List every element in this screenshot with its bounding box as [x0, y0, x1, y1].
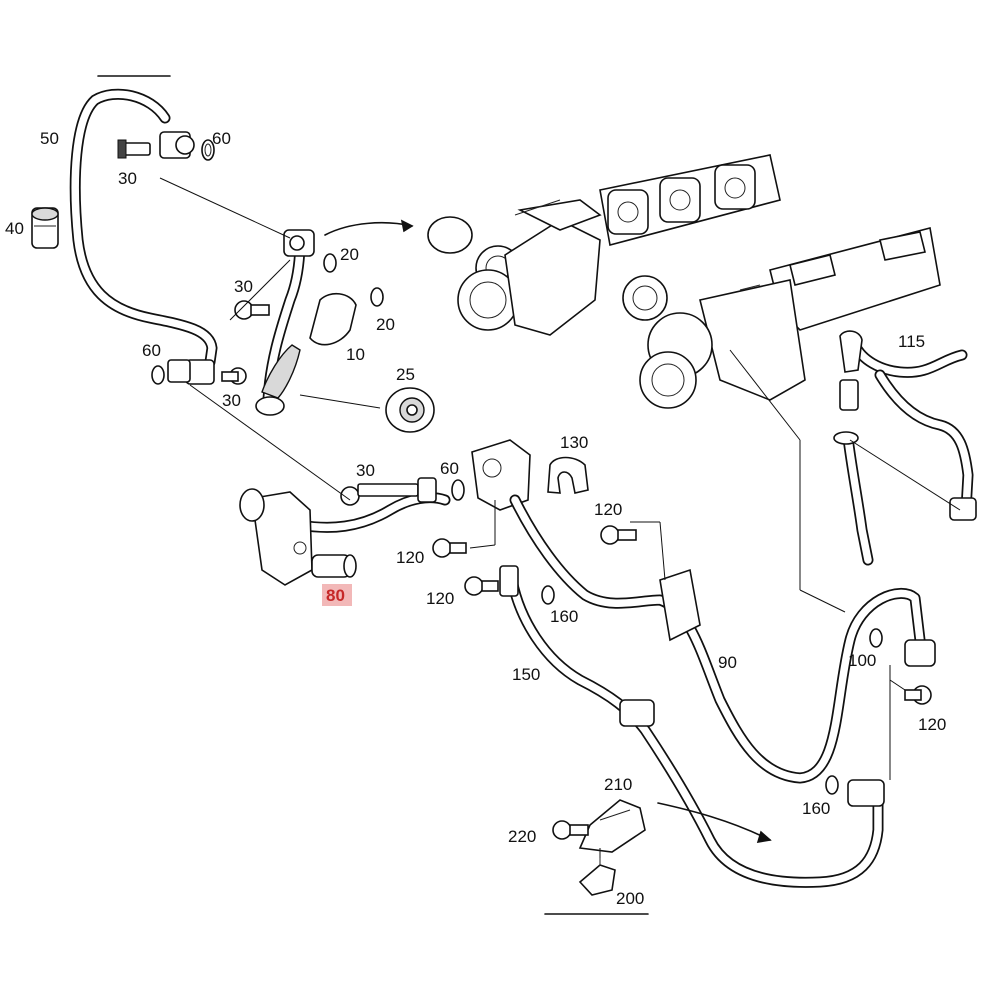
seal-ring-160-lower[interactable] [825, 775, 839, 795]
coolant-pipe-90[interactable] [509, 494, 936, 784]
label-80-highlighted[interactable]: 80 [326, 586, 345, 605]
label-210: 210 [604, 775, 632, 794]
bolt-120-d[interactable] [904, 685, 932, 705]
bolt-220[interactable] [552, 820, 589, 840]
bolt-30-middle[interactable] [234, 300, 270, 320]
label-50: 50 [40, 129, 59, 148]
label-30-housing: 30 [356, 461, 375, 480]
label-200: 200 [616, 889, 644, 908]
label-160-upper: 160 [550, 607, 578, 626]
label-160-lower: 160 [802, 799, 830, 818]
label-100: 100 [848, 651, 876, 670]
coolant-pipe-150[interactable] [499, 565, 885, 888]
turbocharger-upper[interactable] [427, 154, 781, 336]
seal-ring-20-lower[interactable] [370, 287, 384, 307]
coolant-pipe-115[interactable] [839, 330, 977, 521]
label-20-upper: 20 [340, 245, 359, 264]
label-40: 40 [5, 219, 24, 238]
label-30-middle: 30 [234, 277, 253, 296]
coolant-pipe-10[interactable] [255, 229, 357, 416]
label-10: 10 [346, 345, 365, 364]
label-120-b: 120 [396, 548, 424, 567]
label-150: 150 [512, 665, 540, 684]
bolt-120-c[interactable] [464, 576, 499, 596]
label-60-left: 60 [142, 341, 161, 360]
label-30-left: 30 [222, 391, 241, 410]
bolt-30-housing[interactable] [340, 477, 437, 506]
label-220: 220 [508, 827, 536, 846]
arrow-upper [324, 219, 414, 236]
seal-ring-60-top[interactable] [201, 139, 215, 161]
label-20-lower: 20 [376, 315, 395, 334]
hose-vertical-right[interactable] [833, 431, 874, 566]
label-120-a: 120 [594, 500, 622, 519]
fitting-left[interactable] [167, 359, 191, 383]
flange-connector[interactable] [471, 439, 531, 511]
coolant-pipe-50[interactable] [69, 88, 218, 385]
seal-ring-100[interactable] [869, 628, 883, 648]
seal-ring-160-upper[interactable] [541, 585, 555, 605]
label-90: 90 [718, 653, 737, 672]
distribution-housing-80[interactable] [239, 488, 451, 586]
arrow-lower [657, 802, 772, 844]
bolt-30-top[interactable] [117, 139, 151, 159]
bracket-200[interactable] [578, 856, 616, 896]
seal-ring-60-housing[interactable] [451, 479, 465, 501]
label-25: 25 [396, 365, 415, 384]
clip-130[interactable] [547, 456, 589, 494]
label-120-c: 120 [426, 589, 454, 608]
clip-40[interactable] [31, 207, 59, 249]
label-115: 115 [898, 332, 925, 351]
label-130: 130 [560, 433, 588, 452]
leader-lines [159, 177, 961, 858]
label-60-top: 60 [212, 129, 231, 148]
label-30-top: 30 [118, 169, 137, 188]
seal-ring-20-upper[interactable] [323, 253, 337, 273]
bolt-120-b[interactable] [432, 538, 467, 558]
turbocharger-lower[interactable] [622, 227, 941, 409]
bracket-210[interactable] [578, 799, 646, 853]
label-60-housing: 60 [440, 459, 459, 478]
filter-25[interactable] [385, 387, 435, 433]
label-120-d: 120 [918, 715, 946, 734]
seal-ring-60-left[interactable] [151, 365, 165, 385]
bolt-30-left[interactable] [221, 367, 247, 385]
bolt-120-a[interactable] [600, 525, 637, 545]
highlight-80-background [322, 584, 352, 606]
